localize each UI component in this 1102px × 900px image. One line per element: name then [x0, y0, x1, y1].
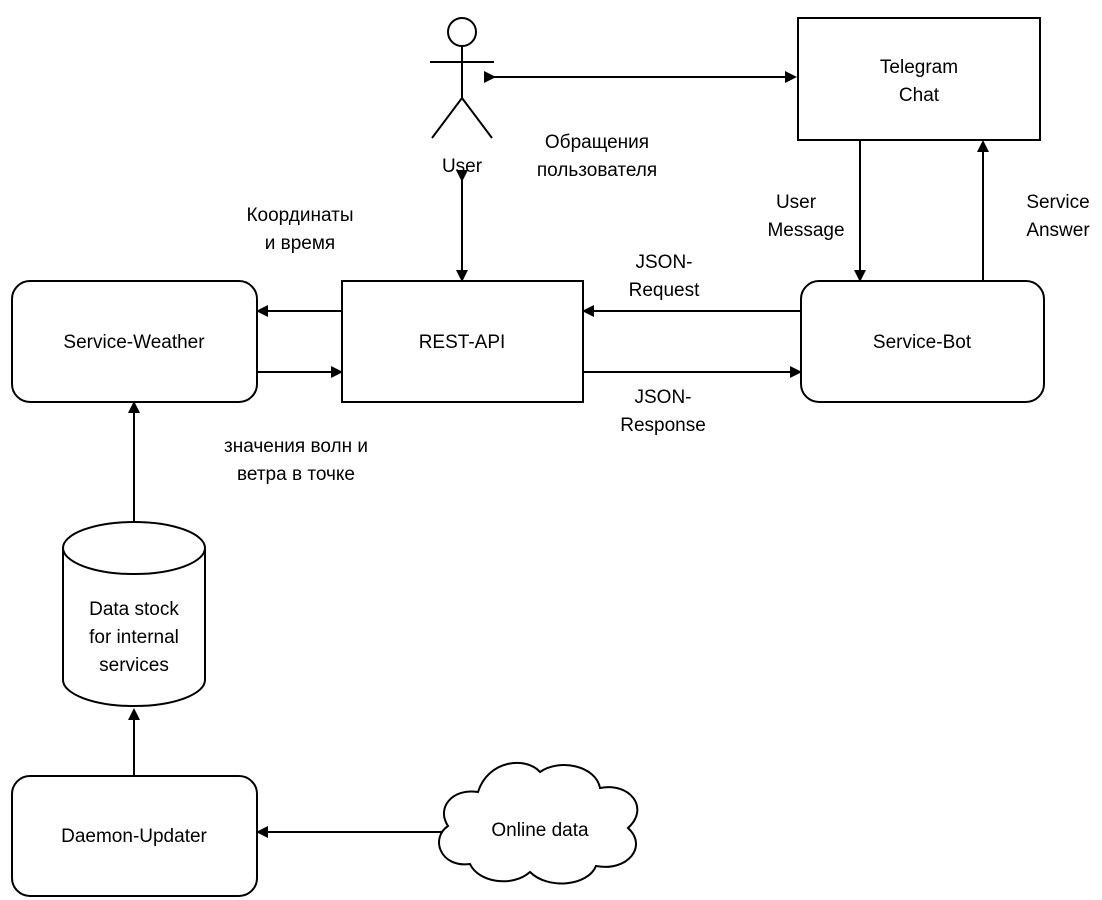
- edge-label-coords-time-line1: Координаты: [246, 205, 353, 226]
- daemon-updater-box: [11, 775, 258, 897]
- edge-label-user-requests: Обращения пользователя: [537, 132, 657, 181]
- edge-label-coords-time: Координаты и время: [246, 205, 353, 254]
- rest-api-label: REST-API: [419, 332, 506, 353]
- user-label: User: [442, 156, 483, 177]
- daemon-updater-node: Daemon-Updater: [11, 775, 258, 897]
- edge-label-wave-wind-line1: значения волн и: [224, 436, 368, 457]
- online-data-label: Online data: [491, 820, 589, 841]
- rest-api-box: [341, 280, 584, 403]
- service-bot-box: [800, 280, 1045, 403]
- edge-label-json-request-line2: Request: [629, 280, 700, 301]
- telegram-chat-label-line2: Chat: [899, 85, 940, 106]
- edge-label-user-message-line1: User: [776, 192, 817, 213]
- user-right-leg: [461, 97, 493, 139]
- data-stock-cylinder-top: [62, 521, 206, 575]
- edge-label-json-response-line1: JSON-: [635, 387, 692, 408]
- service-bot-node: Service-Bot: [800, 280, 1045, 403]
- user-head-icon: [447, 17, 477, 47]
- edge-label-json-response: JSON- Response: [620, 387, 706, 436]
- edge-label-user-requests-line1: Обращения: [545, 132, 649, 153]
- edge-label-service-answer: Service Answer: [1026, 192, 1090, 241]
- online-data-cloud-icon: [438, 761, 639, 885]
- user-actor: User: [430, 17, 494, 177]
- service-weather-label: Service-Weather: [63, 332, 205, 353]
- edge-label-service-answer-line2: Answer: [1026, 220, 1090, 241]
- online-data-node: Online data: [438, 761, 639, 885]
- edge-label-coords-time-line2: и время: [265, 233, 335, 254]
- telegram-chat-label-line1: Telegram: [880, 57, 958, 78]
- edge-label-user-message: User Message: [767, 192, 844, 241]
- service-weather-node: Service-Weather: [11, 280, 258, 403]
- data-stock-label-line3: services: [99, 655, 169, 676]
- data-stock-label-line1: Data stock: [89, 599, 179, 620]
- telegram-chat-box: [797, 17, 1041, 141]
- service-weather-box: [11, 280, 258, 403]
- edge-label-json-request: JSON- Request: [629, 252, 700, 301]
- service-bot-label: Service-Bot: [873, 332, 972, 353]
- edge-label-wave-wind-line2: ветра в точке: [237, 464, 355, 485]
- data-stock-cylinder-body: [62, 548, 206, 707]
- data-stock-node: Data stock for internal services: [62, 521, 206, 707]
- edge-label-json-request-line1: JSON-: [636, 252, 693, 273]
- edge-label-user-message-line2: Message: [767, 220, 844, 241]
- daemon-updater-label: Daemon-Updater: [61, 826, 207, 847]
- edge-label-user-requests-line2: пользователя: [537, 160, 657, 181]
- user-left-leg: [431, 97, 463, 139]
- edge-label-json-response-line2: Response: [620, 415, 706, 436]
- telegram-chat-node: Telegram Chat: [797, 17, 1041, 141]
- edge-label-wave-wind: значения волн и ветра в точке: [224, 436, 368, 485]
- rest-api-node: REST-API: [341, 280, 584, 403]
- edge-label-service-answer-line1: Service: [1026, 192, 1089, 213]
- data-stock-label-line2: for internal: [89, 627, 179, 648]
